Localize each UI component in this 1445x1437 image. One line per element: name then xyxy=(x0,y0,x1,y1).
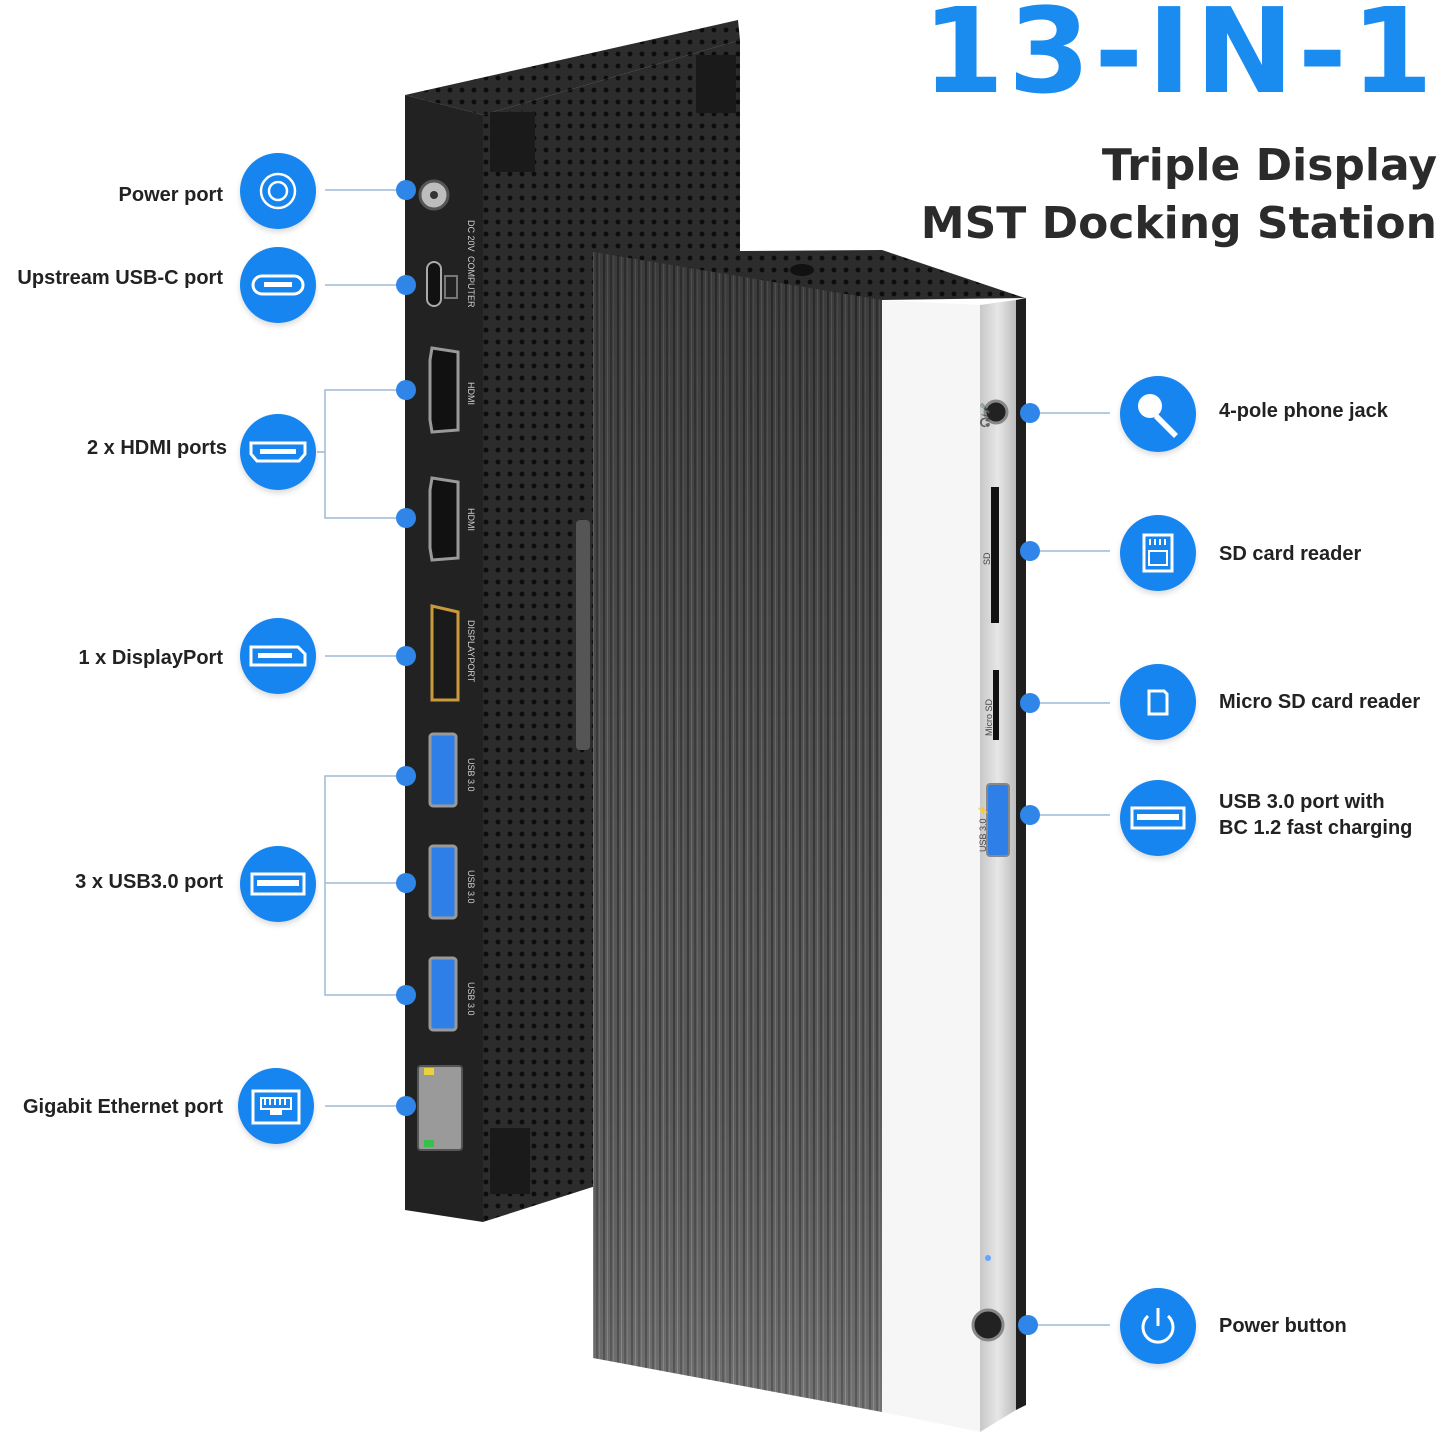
mark-jack: 🎧/🎤 xyxy=(979,403,990,428)
product-subtitle-line2: MST Docking Station xyxy=(920,198,1437,249)
usb-c-icon xyxy=(240,247,316,323)
mark-displayport: DISPLAYPORT xyxy=(466,620,476,683)
mark-dc: DC 20V xyxy=(466,220,476,252)
label-usb-fast-charge-line2: BC 1.2 fast charging xyxy=(1219,817,1413,839)
mark-usb-3: USB 3.0 xyxy=(466,982,476,1016)
label-ethernet-port: Gigabit Ethernet port xyxy=(23,1096,223,1118)
label-power-button: Power button xyxy=(1219,1315,1347,1337)
label-phone-jack: 4-pole phone jack xyxy=(1219,400,1388,422)
hdmi-icon xyxy=(240,414,316,490)
label-micro-sd-reader: Micro SD card reader xyxy=(1219,691,1421,713)
mark-sd: SD xyxy=(982,552,992,565)
product-subtitle-line1: Triple Display xyxy=(1101,140,1437,191)
mark-microsd: Micro SD xyxy=(984,698,994,736)
left-connector-lines xyxy=(317,189,405,1107)
mark-usb-charge: USB 3.0 ⚡ xyxy=(977,805,989,852)
micro-sd-icon xyxy=(1120,664,1196,740)
label-displayport: 1 x DisplayPort xyxy=(78,647,223,669)
power-button-icon xyxy=(1120,1288,1196,1364)
front-unit-white-stripe xyxy=(882,300,980,1432)
usb-a-icon xyxy=(240,846,316,922)
mark-hdmi-2: HDMI xyxy=(466,508,476,531)
back-unit-top xyxy=(405,20,740,115)
left-connector-dots xyxy=(396,180,416,1116)
mark-usb-2: USB 3.0 xyxy=(466,870,476,904)
sd-card-icon xyxy=(1120,515,1196,591)
label-usb-c-port: Upstream USB-C port xyxy=(17,267,223,289)
front-unit-side-panel xyxy=(980,300,1016,1432)
mark-usb-1: USB 3.0 xyxy=(466,758,476,792)
mark-computer: COMPUTER xyxy=(466,256,476,308)
microphone-icon xyxy=(1120,376,1196,452)
label-usb-fast-charge-line1: USB 3.0 port with xyxy=(1219,791,1385,813)
right-connector-dots xyxy=(1018,403,1040,1335)
product-title: 13-IN-1 xyxy=(922,0,1437,120)
displayport-icon xyxy=(240,618,316,694)
mark-hdmi-1: HDMI xyxy=(466,382,476,405)
label-power-port: Power port xyxy=(118,184,223,206)
label-hdmi-ports: 2 x HDMI ports xyxy=(86,437,227,459)
right-connector-lines xyxy=(1030,412,1110,1326)
label-usb30-ports: 3 x USB3.0 port xyxy=(75,871,223,893)
label-sd-reader: SD card reader xyxy=(1219,543,1362,565)
power-port-icon xyxy=(240,153,316,229)
ethernet-icon xyxy=(238,1068,314,1144)
usb-a-icon xyxy=(1120,780,1196,856)
